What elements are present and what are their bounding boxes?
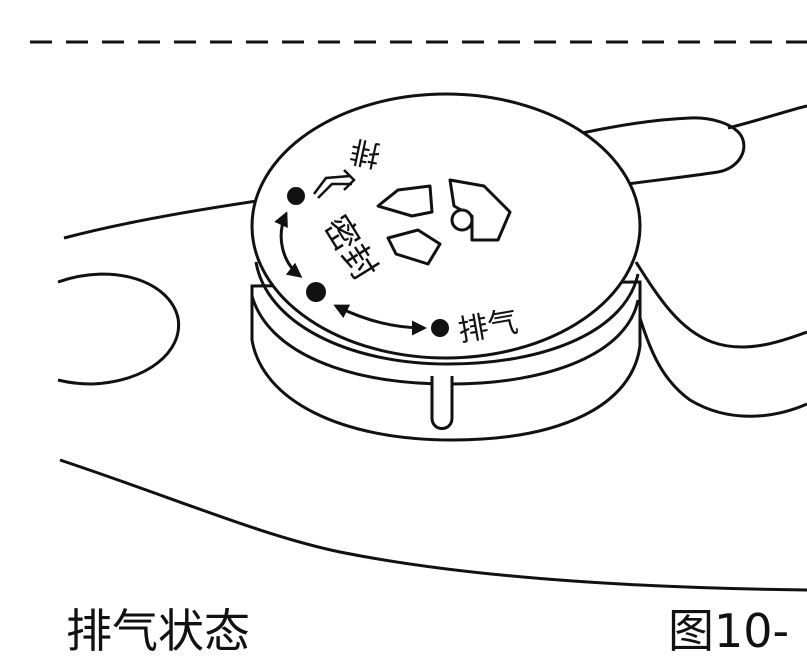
finger-base-outline: [638, 317, 807, 418]
finger-back-contour: [727, 104, 807, 130]
caption-state: 排气状态: [66, 604, 250, 658]
dot-seal: [306, 282, 326, 302]
thumb-outline: [57, 272, 181, 386]
rotary-knob-symbol: [376, 178, 512, 266]
finger-lower-outline: [634, 261, 807, 349]
device-top-disc: [250, 92, 642, 360]
arrow-seal-to-vent-top: [274, 211, 303, 278]
valve-device: [250, 92, 642, 442]
device-disc-underside: [254, 261, 640, 366]
knob-segment-left: [386, 228, 442, 266]
knob-segment-top: [376, 184, 434, 218]
vent-top-arrow-glyph: [313, 169, 356, 199]
knob-segment-right: [448, 178, 512, 242]
dot-vent-top: [287, 187, 305, 205]
device-nozzle: [430, 376, 454, 430]
label-vent-top: 排: [347, 132, 384, 172]
knob-center-hub: [450, 208, 474, 232]
hand-bottom-contour: [59, 458, 807, 592]
caption-figure-number: 图10-: [668, 604, 790, 658]
dot-vent: [431, 319, 449, 337]
arrow-seal-to-vent: [333, 304, 427, 336]
